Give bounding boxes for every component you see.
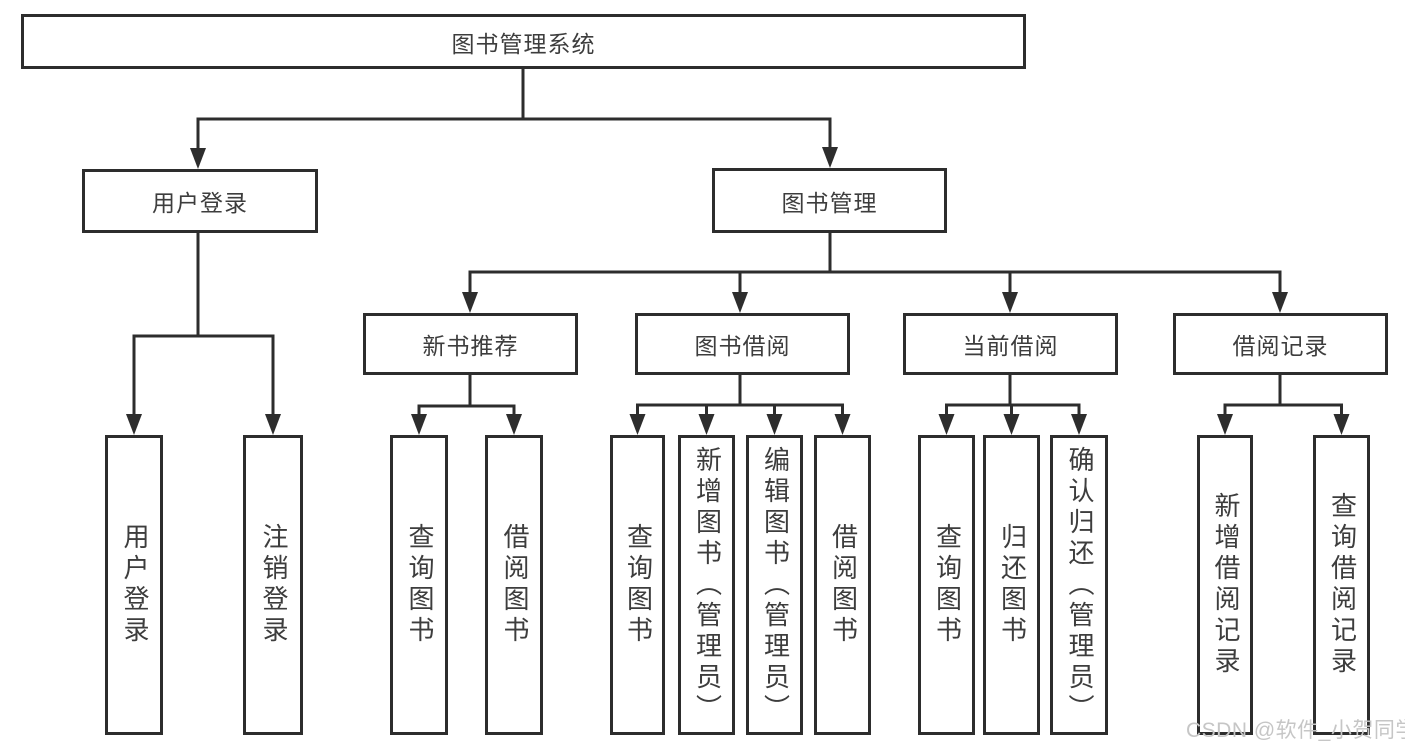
leaf-borrow-books-recommend: 借阅图书 <box>485 435 543 735</box>
leaf-edit-book-admin: 编辑图书（管理员） <box>746 435 803 735</box>
leaf-query-borrow-record: 查询借阅记录 <box>1313 435 1370 735</box>
arrowheads <box>126 147 1350 435</box>
node-library-management-system: 图书管理系统 <box>21 14 1026 69</box>
leaf-add-borrow-record: 新增借阅记录 <box>1197 435 1253 735</box>
node-book-borrowing: 图书借阅 <box>635 313 850 375</box>
node-book-management: 图书管理 <box>712 168 947 233</box>
leaf-confirm-return-admin: 确认归还（管理员） <box>1050 435 1108 735</box>
csdn-watermark: CSDN @软件_小贺同学 <box>1186 719 1405 742</box>
leaf-borrow-books-borrowing: 借阅图书 <box>814 435 871 735</box>
node-new-book-recommendation: 新书推荐 <box>363 313 578 375</box>
leaf-query-books-recommend: 查询图书 <box>390 435 448 735</box>
leaf-user-login: 用户登录 <box>105 435 163 735</box>
leaf-add-book-admin: 新增图书（管理员） <box>678 435 735 735</box>
leaf-return-books: 归还图书 <box>983 435 1040 735</box>
node-user-login: 用户登录 <box>82 169 318 233</box>
leaf-query-books-current: 查询图书 <box>918 435 975 735</box>
leaf-logout: 注销登录 <box>243 435 303 735</box>
node-borrowing-records: 借阅记录 <box>1173 313 1388 375</box>
node-current-borrowing: 当前借阅 <box>903 313 1118 375</box>
leaf-query-books-borrowing: 查询图书 <box>610 435 665 735</box>
